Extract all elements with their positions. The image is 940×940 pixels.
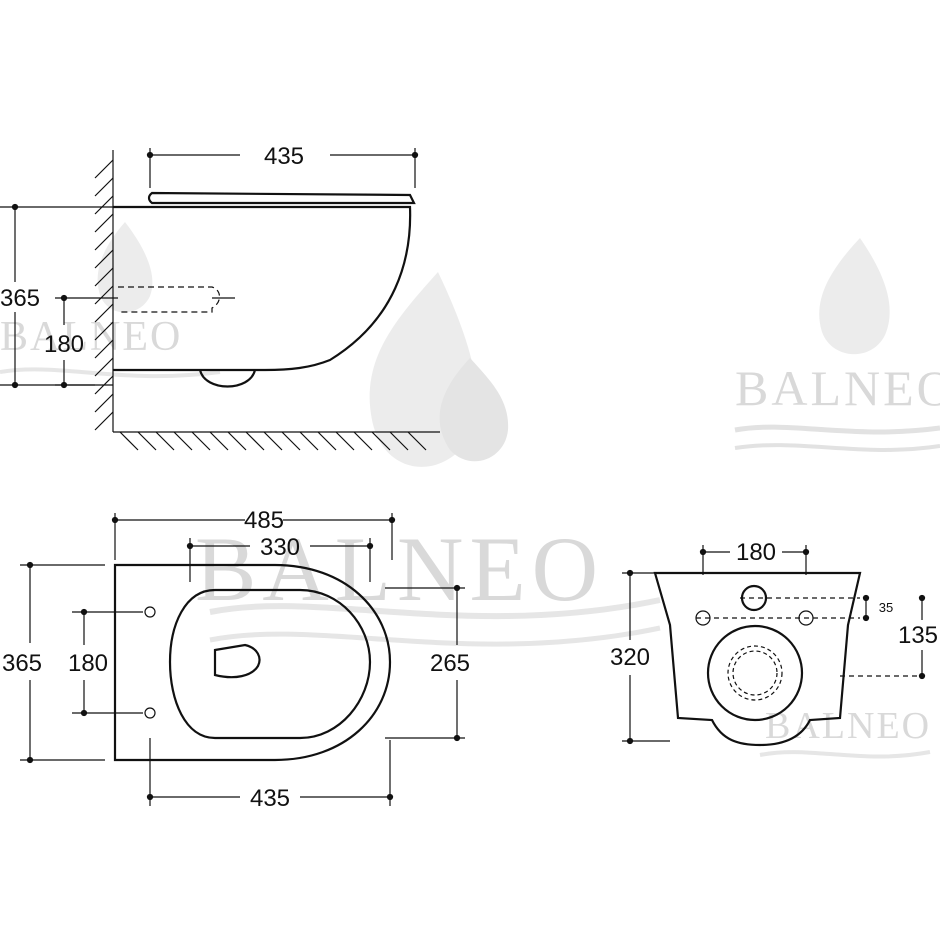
seat-opening [168,588,372,740]
rear-height-label: 320 [610,644,650,671]
rear-outline [653,571,862,747]
top-width-label: 485 [244,507,284,534]
watermark-wave [209,625,661,647]
watermark-text: BALNEO [195,518,604,620]
watermarks: BALNEO BALNEO BALNEO BALNEO [0,222,940,759]
top-bolt-spacing-label: 180 [68,650,108,677]
outlet-inner [727,645,783,701]
watermark-wave [734,424,940,435]
top-seat-length-label: 265 [430,650,470,677]
top-height-label: 365 [2,650,42,677]
drain-outlet [213,643,261,679]
side-view: 435 365 180 [0,143,440,451]
outlet-inner [732,650,778,696]
outlet-ring [706,624,804,722]
fixing-hole [144,606,156,618]
watermark-text: BALNEO [0,314,182,360]
watermark-text: BALNEO [735,360,940,416]
watermark-drop-icon [97,222,153,313]
inlet-dashed [118,286,221,313]
watermark-text: BALNEO [765,705,931,747]
side-outlet-height-label: 180 [44,331,84,358]
rear-top-offset-label: 35 [879,600,893,615]
watermark-wave [759,750,931,759]
top-seat-width-label: 330 [260,534,300,561]
watermark-drop-icon [439,358,509,462]
side-height-label: 365 [0,285,40,312]
watermark-wave [734,443,940,452]
watermark-drop-icon [819,238,890,355]
watermark-wave [209,597,661,620]
seat-lid [147,191,416,205]
rear-view: 180 320 35 135 [610,539,938,747]
top-depth-label: 435 [250,785,290,812]
watermark-wave [0,367,221,379]
rear-bolt-spacing-label: 180 [736,539,776,566]
fixing-hole [144,707,156,719]
outlet-spigot [198,369,257,388]
side-depth-label: 435 [264,143,304,170]
rear-bolt-height-label: 135 [898,622,938,649]
bowl-top-outline [113,563,392,762]
bowl-side-outline [113,205,412,372]
top-view: 485 330 365 180 265 435 [2,507,470,812]
